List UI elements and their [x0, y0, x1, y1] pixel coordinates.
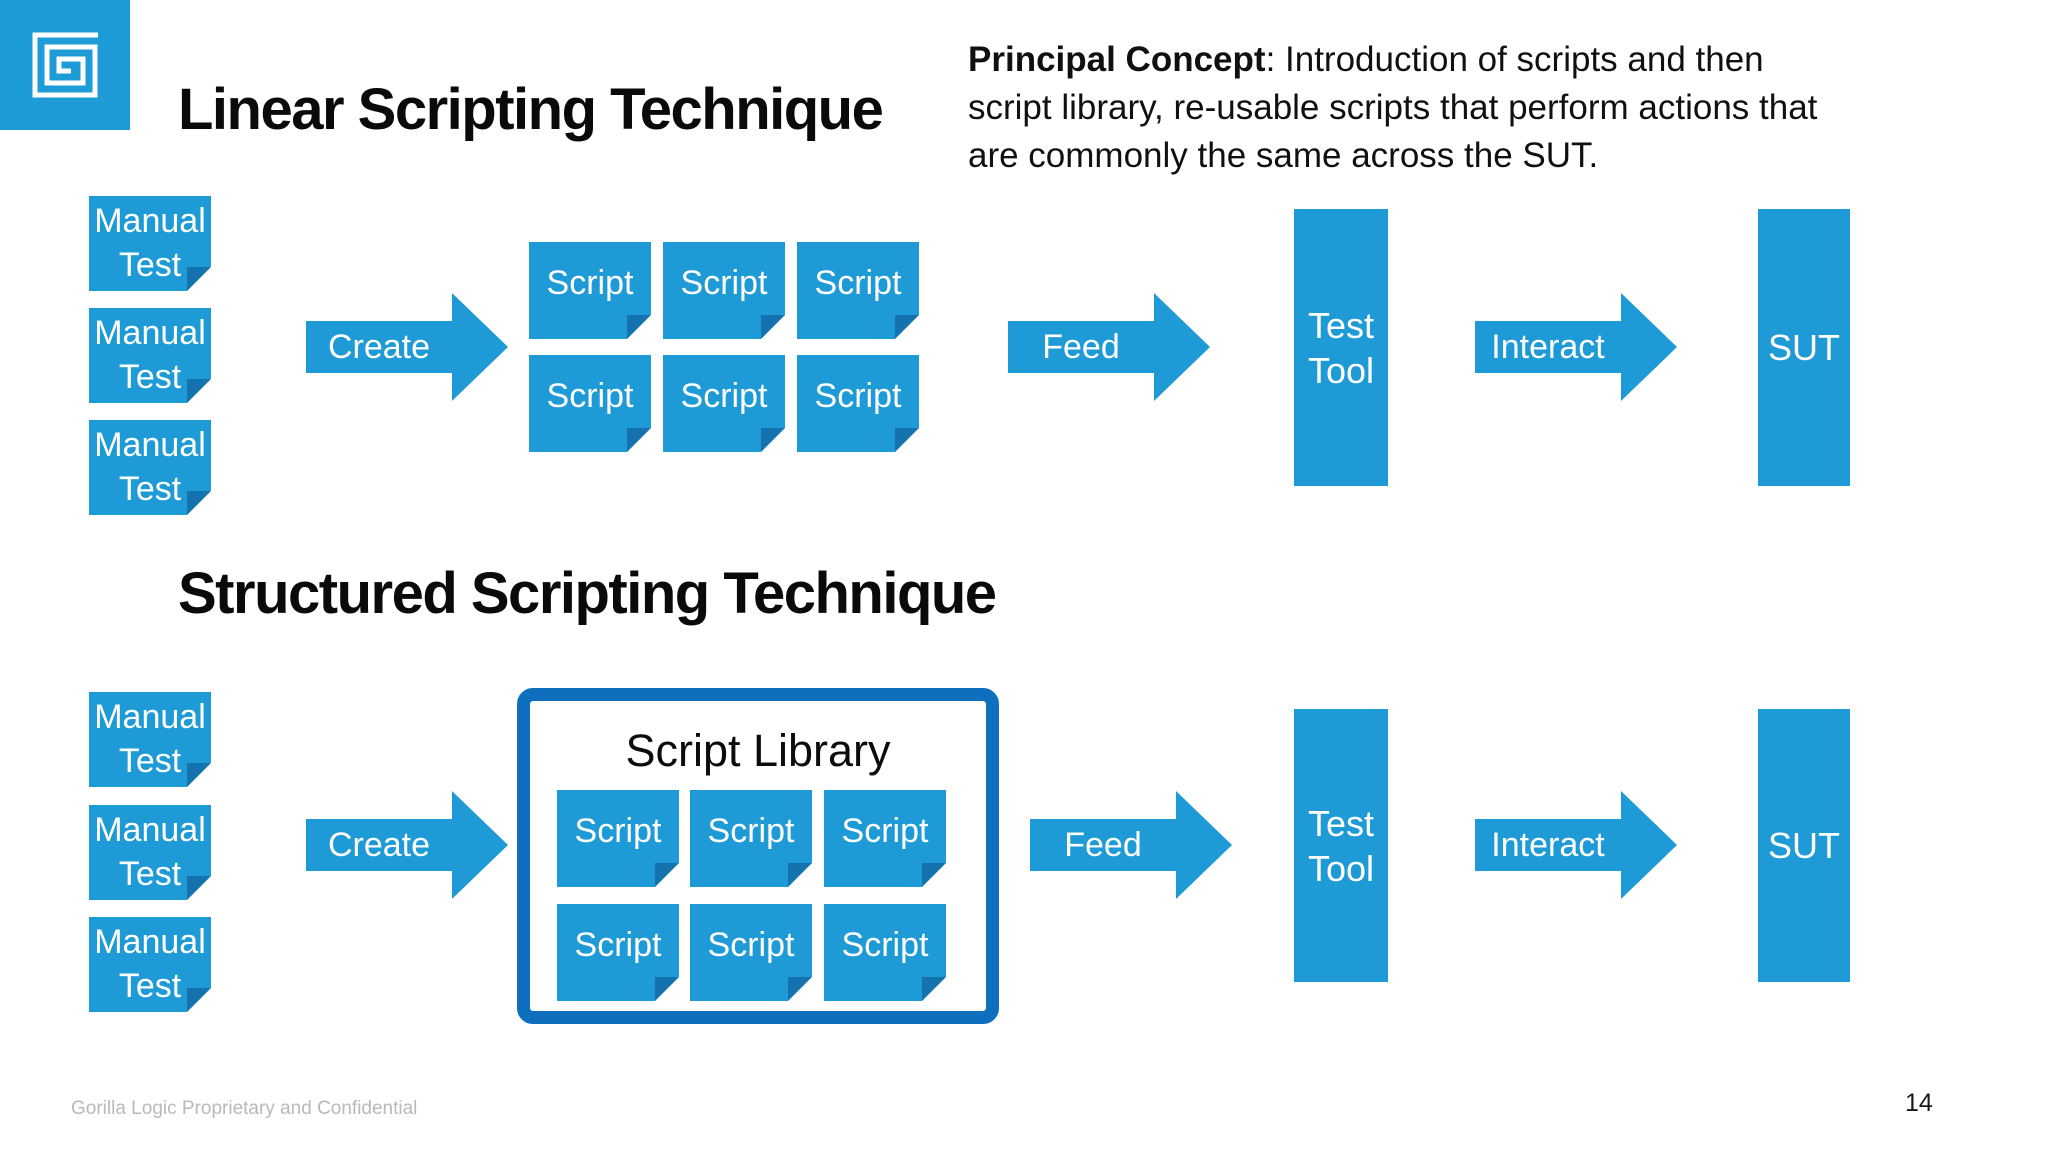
- test-tool-label: Test Tool: [1307, 802, 1375, 889]
- sut-box: SUT: [1758, 709, 1850, 982]
- sut-label: SUT: [1768, 825, 1840, 866]
- manual-test-note: Manual Test: [89, 196, 211, 291]
- manual-test-label: Manual Test: [94, 425, 206, 508]
- create-arrow: Create: [306, 293, 508, 401]
- script-note: Script: [663, 355, 785, 452]
- manual-test-note: Manual Test: [89, 917, 211, 1012]
- folded-corner-icon: [187, 763, 211, 787]
- arrow-head-icon: [1621, 293, 1677, 401]
- script-label: Script: [814, 376, 902, 415]
- folded-corner-icon: [187, 876, 211, 900]
- linear-section-title: Linear Scripting Technique: [178, 77, 884, 142]
- arrow-body: Feed: [1008, 321, 1154, 373]
- script-note: Script: [690, 904, 812, 1001]
- arrow-body: Feed: [1030, 819, 1176, 871]
- create-arrow-label: Create: [327, 327, 431, 366]
- structured-section-title: Structured Scripting Technique: [178, 561, 997, 626]
- manual-test-label: Manual Test: [94, 201, 206, 284]
- interact-arrow-label: Interact: [1491, 825, 1605, 864]
- arrow-body: Interact: [1475, 321, 1621, 373]
- folded-corner-icon: [187, 267, 211, 291]
- test-tool-label: Test Tool: [1307, 304, 1375, 391]
- manual-test-note: Manual Test: [89, 308, 211, 403]
- script-note: Script: [529, 242, 651, 339]
- script-label: Script: [841, 811, 929, 850]
- arrow-head-icon: [1176, 791, 1232, 899]
- script-note: Script: [663, 242, 785, 339]
- manual-test-label: Manual Test: [94, 313, 206, 396]
- folded-corner-icon: [761, 315, 785, 339]
- principal-concept-line-1-rest: : Introduction of scripts and then: [1265, 40, 1764, 79]
- script-note: Script: [557, 790, 679, 887]
- sut-label: SUT: [1768, 327, 1840, 368]
- arrow-head-icon: [452, 791, 508, 899]
- arrow-head-icon: [452, 293, 508, 401]
- folded-corner-icon: [187, 379, 211, 403]
- script-label: Script: [546, 376, 634, 415]
- script-note: Script: [557, 904, 679, 1001]
- script-library-title: Script Library: [625, 725, 891, 776]
- footer-confidentiality-text: Gorilla Logic Proprietary and Confidenti…: [71, 1098, 418, 1119]
- manual-test-note: Manual Test: [89, 805, 211, 900]
- arrow-body: Create: [306, 819, 452, 871]
- principal-concept: Principal Concept: Introduction of scrip…: [968, 36, 1988, 180]
- script-label: Script: [707, 925, 795, 964]
- manual-test-label: Manual Test: [94, 922, 206, 1005]
- script-note: Script: [824, 904, 946, 1001]
- arrow-body: Create: [306, 321, 452, 373]
- manual-test-label: Manual Test: [94, 697, 206, 780]
- feed-arrow-label: Feed: [1042, 327, 1120, 366]
- create-arrow-label: Create: [327, 825, 431, 864]
- manual-test-label: Manual Test: [94, 810, 206, 893]
- sut-box: SUT: [1758, 209, 1850, 486]
- script-label: Script: [546, 263, 634, 302]
- principal-concept-line-2: script library, re-usable scripts that p…: [968, 88, 1818, 127]
- folded-corner-icon: [187, 491, 211, 515]
- folded-corner-icon: [627, 315, 651, 339]
- feed-arrow: Feed: [1030, 791, 1232, 899]
- arrow-head-icon: [1154, 293, 1210, 401]
- script-label: Script: [680, 376, 768, 415]
- feed-arrow-label: Feed: [1064, 825, 1142, 864]
- folded-corner-icon: [895, 428, 919, 452]
- manual-test-note: Manual Test: [89, 420, 211, 515]
- arrow-body: Interact: [1475, 819, 1621, 871]
- feed-arrow: Feed: [1008, 293, 1210, 401]
- script-note: Script: [690, 790, 812, 887]
- script-note: Script: [797, 242, 919, 339]
- principal-concept-line-1: Principal Concept: Introduction of scrip…: [968, 36, 1988, 84]
- interact-arrow: Interact: [1475, 791, 1677, 899]
- interact-arrow-label: Interact: [1491, 327, 1605, 366]
- page-number: 14: [1905, 1089, 1933, 1117]
- gorilla-logic-logo: [0, 0, 130, 130]
- folded-corner-icon: [187, 988, 211, 1012]
- script-label: Script: [707, 811, 795, 850]
- create-arrow: Create: [306, 791, 508, 899]
- script-note: Script: [824, 790, 946, 887]
- principal-concept-line-3: are commonly the same across the SUT.: [968, 136, 1599, 175]
- test-tool-box: Test Tool: [1294, 209, 1388, 486]
- interact-arrow: Interact: [1475, 293, 1677, 401]
- logo-g-spiral-icon: [32, 32, 98, 98]
- script-label: Script: [574, 925, 662, 964]
- script-note: Script: [529, 355, 651, 452]
- folded-corner-icon: [761, 428, 785, 452]
- manual-test-note: Manual Test: [89, 692, 211, 787]
- arrow-head-icon: [1621, 791, 1677, 899]
- script-label: Script: [574, 811, 662, 850]
- script-label: Script: [680, 263, 768, 302]
- test-tool-box: Test Tool: [1294, 709, 1388, 982]
- folded-corner-icon: [895, 315, 919, 339]
- principal-concept-label: Principal Concept: [968, 40, 1266, 79]
- folded-corner-icon: [627, 428, 651, 452]
- script-label: Script: [814, 263, 902, 302]
- script-note: Script: [797, 355, 919, 452]
- script-label: Script: [841, 925, 929, 964]
